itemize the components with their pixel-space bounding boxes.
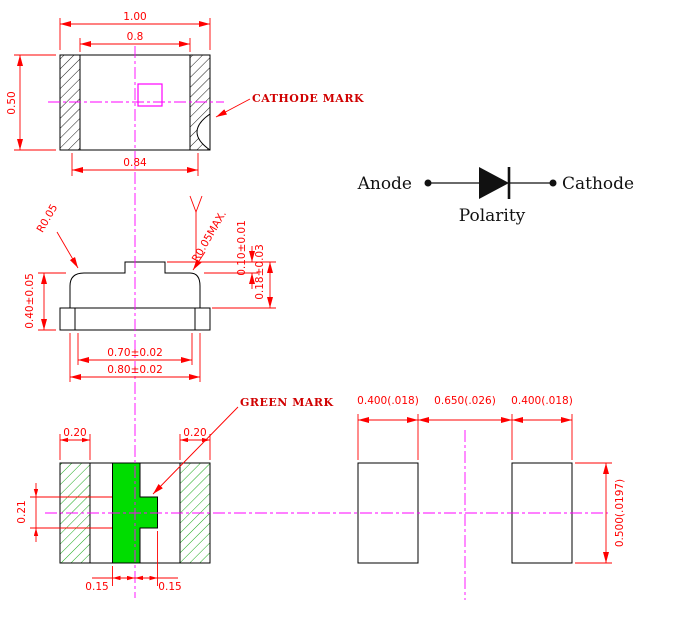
polarity-diagram: Anode Cathode Polarity bbox=[357, 167, 634, 226]
top-view-left-terminal-hatch bbox=[59, 54, 81, 151]
top-view-dimensions: 1.00 0.8 0.50 0.84 CATHODE MARK bbox=[6, 11, 364, 176]
dim-mark-offset-right: 0.15 bbox=[158, 581, 181, 593]
right-pad bbox=[511, 462, 573, 564]
dim-side-total: 0.18±0.03 bbox=[254, 244, 266, 300]
dim-side-inner-width: 0.70±0.02 bbox=[107, 347, 163, 359]
dim-pad-right-width: 0.400(.018) bbox=[511, 395, 573, 407]
dim-top-bottom-width: 0.84 bbox=[123, 157, 147, 169]
dim-pad-left-width: 0.400(.018) bbox=[357, 395, 419, 407]
dim-pad-gap: 0.650(.026) bbox=[434, 395, 496, 407]
bottom-view-dimensions: 0.20 0.20 0.21 0.15 0.15 GREEN MARK bbox=[16, 396, 334, 593]
green-mark-leader bbox=[152, 406, 239, 495]
cathode-label: Cathode bbox=[562, 174, 634, 194]
cathode-notch-arc bbox=[196, 113, 211, 151]
anode-label: Anode bbox=[357, 174, 412, 194]
pad-layout-dimensions: 0.400(.018) 0.650(.026) 0.400(.018) 0.50… bbox=[357, 395, 626, 564]
polarity-title: Polarity bbox=[459, 206, 526, 226]
dim-mark-offset-left: 0.15 bbox=[85, 581, 108, 593]
dim-side-step: 0.10±0.01 bbox=[236, 220, 248, 276]
dim-green-mark-height: 0.21 bbox=[16, 500, 28, 523]
cathode-terminal-dot bbox=[549, 179, 557, 187]
dim-side-height: 0.40±0.05 bbox=[24, 273, 36, 329]
dim-bottom-right-terminal: 0.20 bbox=[183, 427, 206, 439]
dim-side-outer-width: 0.80±0.02 bbox=[107, 364, 163, 376]
centerlines bbox=[45, 46, 608, 600]
chip-mark-square bbox=[137, 83, 163, 107]
green-mark-label: GREEN MARK bbox=[240, 396, 334, 409]
dim-top-height: 0.50 bbox=[6, 91, 18, 114]
dim-top-width: 1.00 bbox=[123, 11, 146, 23]
cathode-mark-label: CATHODE MARK bbox=[252, 92, 364, 105]
dim-bottom-left-terminal: 0.20 bbox=[63, 427, 86, 439]
dim-top-inner-width: 0.8 bbox=[127, 31, 144, 43]
cathode-mark-leader bbox=[215, 98, 251, 118]
diode-triangle-icon bbox=[479, 167, 509, 199]
dim-pad-height: 0.500(.0197) bbox=[614, 479, 626, 547]
